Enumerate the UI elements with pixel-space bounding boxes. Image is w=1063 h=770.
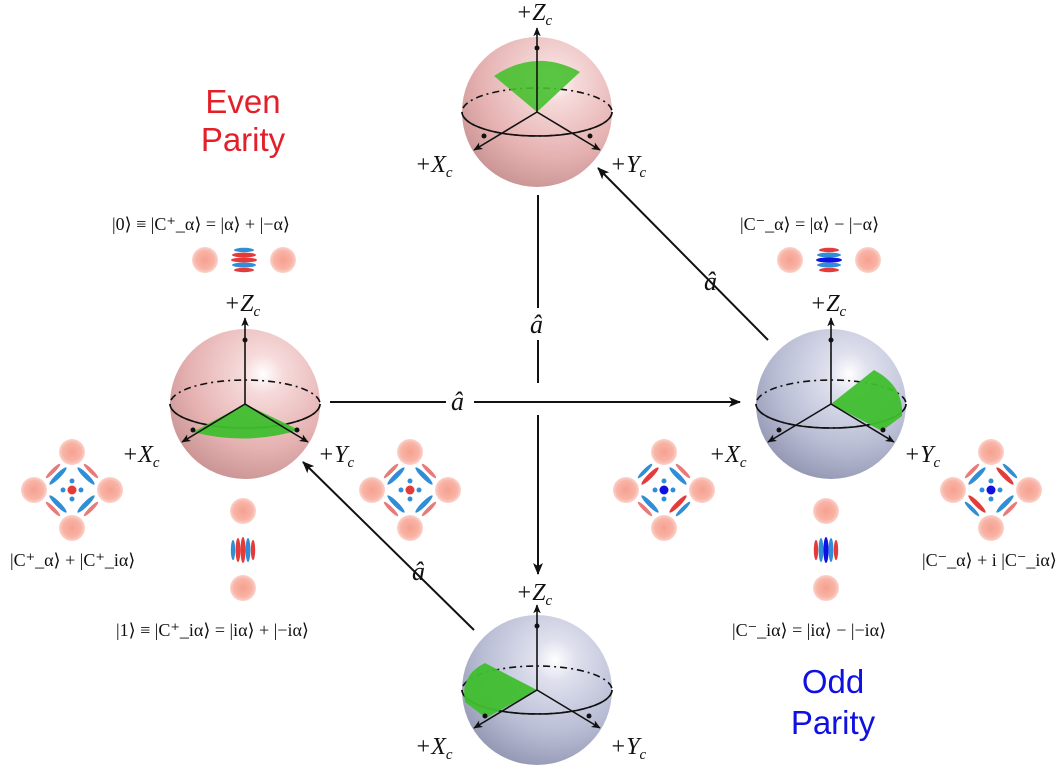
- axis-label-y-left: +Yc: [318, 442, 355, 471]
- wigner-odd-cat-alpha: [777, 247, 881, 273]
- wigner-odd-cat-ialpha: [813, 498, 839, 601]
- operator-label-horizontal: â: [451, 387, 464, 416]
- wigner-even-cat-ialpha: [230, 498, 256, 601]
- bloch-sphere-right: [755, 317, 907, 479]
- axis-label-z-bottom: +Zc: [516, 580, 553, 609]
- state-label-odd-superposition: |C⁻_α⟩ + i |C⁻_iα⟩: [922, 550, 1057, 570]
- axis-label-y-right: +Yc: [904, 442, 941, 471]
- axis-label-y-bottom: +Yc: [610, 734, 647, 763]
- operator-label-vertical: â: [530, 310, 543, 339]
- state-label-even-superposition: |C⁺_α⟩ + |C⁺_iα⟩: [10, 550, 135, 570]
- wigner-four-lobe-odd-center: [613, 439, 715, 541]
- bloch-sphere-left: [169, 317, 321, 479]
- arrow-bottom-to-left: [302, 461, 475, 631]
- axis-label-y-top: +Yc: [610, 152, 647, 181]
- state-label-odd-bottom: |C⁻_iα⟩ = |iα⟩ − |−iα⟩: [732, 620, 886, 640]
- axis-label-x-top: +Xc: [415, 152, 453, 181]
- state-label-even-top: |0⟩ ≡ |C⁺_α⟩ = |α⟩ + |−α⟩: [112, 214, 290, 234]
- axis-label-z-top: +Zc: [516, 0, 553, 29]
- state-label-even-bottom: |1⟩ ≡ |C⁺_iα⟩ = |iα⟩ + |−iα⟩: [116, 620, 309, 640]
- wigner-even-cat-alpha: [192, 247, 296, 273]
- axis-label-z-left: +Zc: [224, 291, 261, 320]
- odd-parity-title: Odd: [802, 663, 864, 700]
- state-label-odd-top: |C⁻_α⟩ = |α⟩ − |−α⟩: [740, 214, 879, 234]
- wigner-four-lobe-even-center: [359, 439, 461, 541]
- operator-label-diagonal-left: â: [412, 557, 425, 586]
- operator-label-diagonal-right: â: [704, 267, 717, 296]
- even-parity-title-line2: Parity: [201, 121, 286, 158]
- bloch-sphere-bottom: [461, 604, 613, 765]
- arrow-right-to-top: [597, 167, 769, 341]
- axis-label-x-bottom: +Xc: [415, 734, 453, 763]
- wigner-four-lobe-odd-right: [940, 439, 1042, 541]
- wigner-four-lobe-even-left: [21, 439, 123, 541]
- bloch-sphere-top: [461, 27, 613, 187]
- axis-label-x-left: +Xc: [122, 442, 160, 471]
- odd-parity-title-line2: Parity: [791, 704, 876, 741]
- axis-label-z-right: +Zc: [810, 291, 847, 320]
- even-parity-title: Even: [205, 83, 280, 120]
- axis-label-x-right: +Xc: [709, 442, 747, 471]
